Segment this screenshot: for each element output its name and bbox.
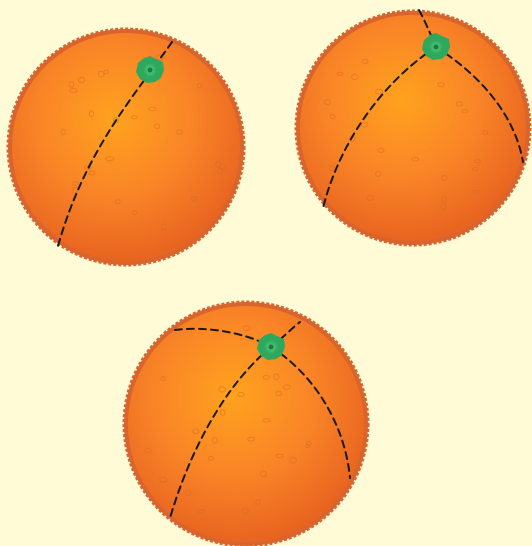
orange-body: [300, 15, 526, 241]
orange-body: [12, 33, 240, 261]
orange-two-cuts: [296, 10, 530, 245]
orange-three-cuts: [124, 302, 368, 546]
orange-one-cut: [8, 29, 244, 265]
orange-body: [128, 306, 364, 542]
